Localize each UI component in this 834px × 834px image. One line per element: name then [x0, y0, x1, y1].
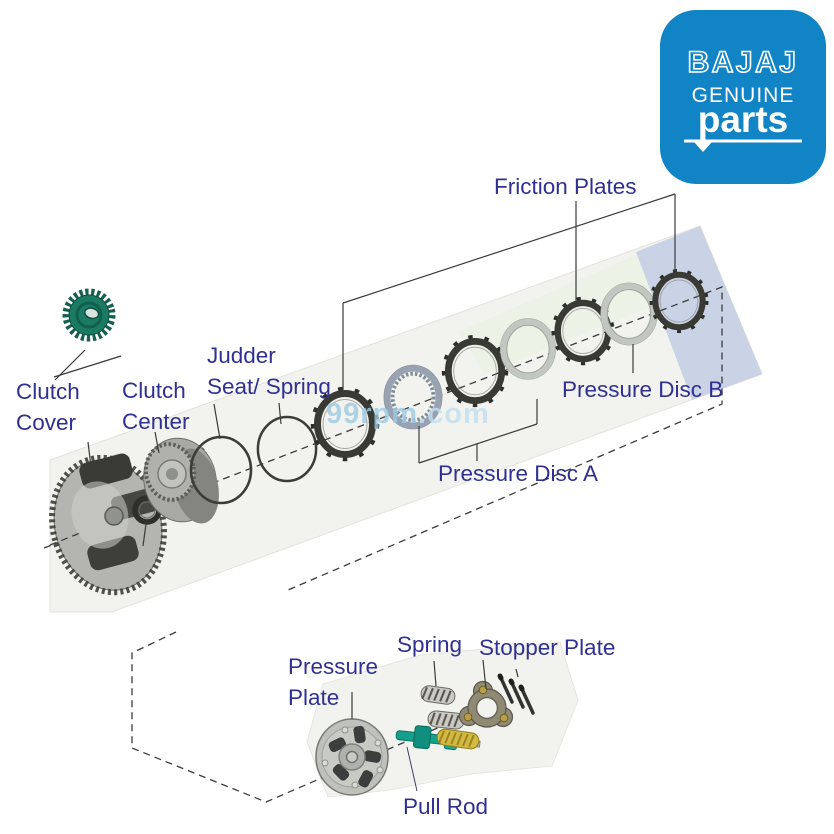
callout-lines — [53, 193, 676, 792]
label-pull-rod: Pull Rod — [403, 794, 489, 819]
logo-parts-text: parts — [698, 99, 788, 140]
logo-genuine-text: GENUINE — [692, 84, 795, 107]
label-clutch-cover: Clutch Cover — [16, 379, 80, 435]
label-stopper-plate: Stopper Plate — [479, 635, 616, 660]
logo-brand-text: BAJAJ — [688, 46, 799, 79]
clutch-cover-part — [49, 453, 167, 596]
label-pressure-plate: Pressure Plate — [288, 654, 379, 710]
axis-dash-overlay — [49, 532, 81, 546]
watermark-suffix: .com — [418, 398, 490, 430]
clutch-spring-2 — [427, 710, 465, 730]
clutch-spring-1 — [420, 685, 456, 705]
label-clutch-center: Clutch Center — [122, 378, 190, 434]
label-friction-plates: Friction Plates — [494, 174, 637, 199]
logo-underline-arrow — [694, 142, 712, 152]
bajaj-genuine-parts-logo: BAJAJ GENUINE parts — [660, 10, 826, 184]
pressure-plate-part — [315, 718, 389, 796]
label-pressure-disc-b: Pressure Disc B — [562, 377, 724, 402]
label-pressure-disc-a: Pressure Disc A — [438, 461, 599, 486]
logo-art: BAJAJ GENUINE parts — [684, 45, 802, 152]
label-spring: Spring — [397, 632, 463, 657]
watermark-main: 99rpm — [326, 398, 419, 430]
gold-spring — [436, 728, 480, 750]
clutch-cover-gear — [62, 288, 116, 342]
watermark: 99rpm.com — [326, 398, 490, 431]
stopper-plate-part — [458, 680, 514, 728]
clutch-screws — [497, 673, 535, 715]
label-judder-seat-spring: Judder Seat/ Spring — [207, 343, 331, 399]
